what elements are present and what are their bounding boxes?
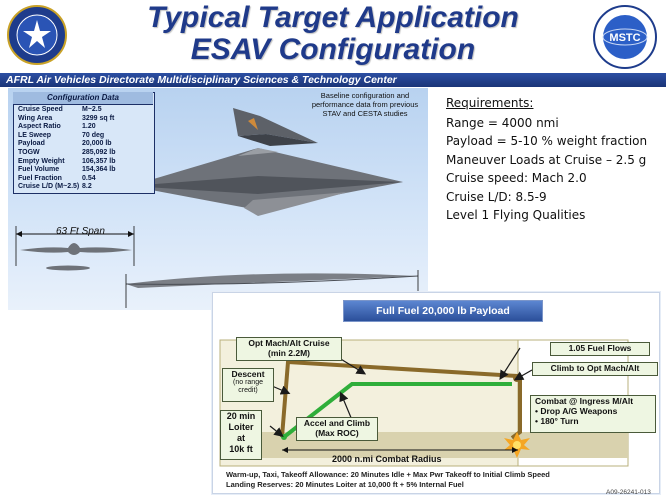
page-subtitle: ESAV Configuration [190,33,476,66]
climb-opt-callout: Climb to Opt Mach/Alt [532,362,658,376]
config-row: Cruise L/D (M~2.5)8.2 [18,183,150,192]
loiter-text: 20 min Loiter at 10k ft [226,411,256,454]
config-row: Cruise Speed M~2.5 [18,106,150,115]
requirement-item: Payload = 5-10 % weight fraction [446,134,648,149]
config-key: Fuel Fraction [18,174,62,182]
aircraft-front-view [20,243,132,255]
config-key: TOGW [18,149,40,156]
combat-title: Combat @ Ingress M/Alt [535,396,634,406]
config-value: M~2.5 [82,106,102,113]
mstc-logo-text: MSTC [609,32,640,44]
combat-burst-icon [504,432,530,458]
aircraft-panel [8,88,428,310]
opt-cruise-text: Opt Mach/Alt Cruise (min 2.2M) [248,338,330,358]
footnote-takeoff: Warm-up, Taxi, Takeoff Allowance: 20 Min… [226,470,550,479]
config-row: Payload 20,000 lb [18,140,150,149]
configuration-table-title: Configuration Data [13,92,153,105]
requirement-item: Cruise speed: Mach 2.0 [446,171,587,186]
config-key: LE Sweep [18,131,52,139]
config-value: 106,357 lb [82,157,116,165]
combat-callout: Combat @ Ingress M/Alt • Drop A/G Weapon… [530,395,656,433]
config-value: 0.54 [82,174,96,182]
fuel-flows-text: 1.05 Fuel Flows [568,343,632,353]
aircraft-iso-view [233,108,318,146]
descent-sub: (no range credit) [233,379,263,394]
config-key: Cruise Speed [18,106,63,113]
config-key: Empty Weight [18,157,65,165]
directorate-band [0,73,666,87]
requirement-item: Level 1 Flying Qualities [446,208,586,222]
descent-title: Descent [231,369,265,379]
air-force-logo [6,4,68,66]
requirements-title: Requirements: [446,96,534,110]
aircraft-side-view [125,273,419,288]
config-row: TOGW 285,092 lb [18,149,150,158]
config-row: LE Sweep 70 deg [18,132,150,141]
combat-item: • 180° Turn [535,416,579,426]
descent-callout: Descent (no range credit) [222,368,274,402]
config-key: Wing Area [18,114,53,122]
accel-climb-callout: Accel and Climb (Max ROC) [296,417,378,441]
mstc-logo: MSTC [592,4,658,70]
baseline-note: Baseline configuration and performance d… [311,91,419,118]
config-value: 8.2 [82,183,92,191]
config-value: 20,000 lb [82,140,112,148]
config-row: Fuel Volume 154,364 lb [18,166,150,175]
span-label: 63 Ft Span [56,226,105,237]
requirement-item: Cruise L/D: 8.5-9 [446,189,547,204]
config-value: 1.20 [82,123,96,131]
config-row: Fuel Fraction 0.54 [18,175,150,184]
page-title: Typical Target Application [147,1,519,34]
config-row: Wing Area 3299 sq ft [18,115,150,124]
climb-opt-text: Climb to Opt Mach/Alt [550,363,640,373]
combat-radius-label: 2000 n.mi Combat Radius [332,454,442,464]
config-value: 285,092 lb [82,149,116,156]
config-key: Payload [18,140,45,148]
config-row: Aspect Ratio 1.20 [18,123,150,132]
document-code: A09-26241-013 [606,489,651,496]
config-value: 154,364 lb [82,166,116,174]
aircraft-top-view [130,148,403,216]
directorate-band-text: AFRL Air Vehicles Directorate Multidisci… [6,74,397,86]
opt-cruise-callout: Opt Mach/Alt Cruise (min 2.2M) [236,337,342,361]
config-row: Empty Weight 106,357 lb [18,158,150,167]
footnote-reserves: Landing Reserves: 20 Minutes Loiter at 1… [226,480,464,489]
accel-climb-text: Accel and Climb (Max ROC) [303,418,371,438]
config-key: Aspect Ratio [18,123,61,131]
requirement-item: Range = 4000 nmi [446,116,559,130]
fuel-flows-callout: 1.05 Fuel Flows [550,342,650,356]
config-key: Fuel Volume [18,166,60,174]
config-key: Cruise L/D (M~2.5) [18,183,80,191]
loiter-callout: 20 min Loiter at 10k ft [220,410,262,460]
mission-header: Full Fuel 20,000 lb Payload [343,300,543,322]
aircraft-front-view-small [46,265,90,271]
requirement-item: Maneuver Loads at Cruise – 2.5 g [446,152,647,167]
config-value: 3299 sq ft [82,114,115,122]
combat-item: • Drop A/G Weapons [535,406,618,416]
configuration-table [13,92,155,194]
config-value: 70 deg [82,131,105,139]
